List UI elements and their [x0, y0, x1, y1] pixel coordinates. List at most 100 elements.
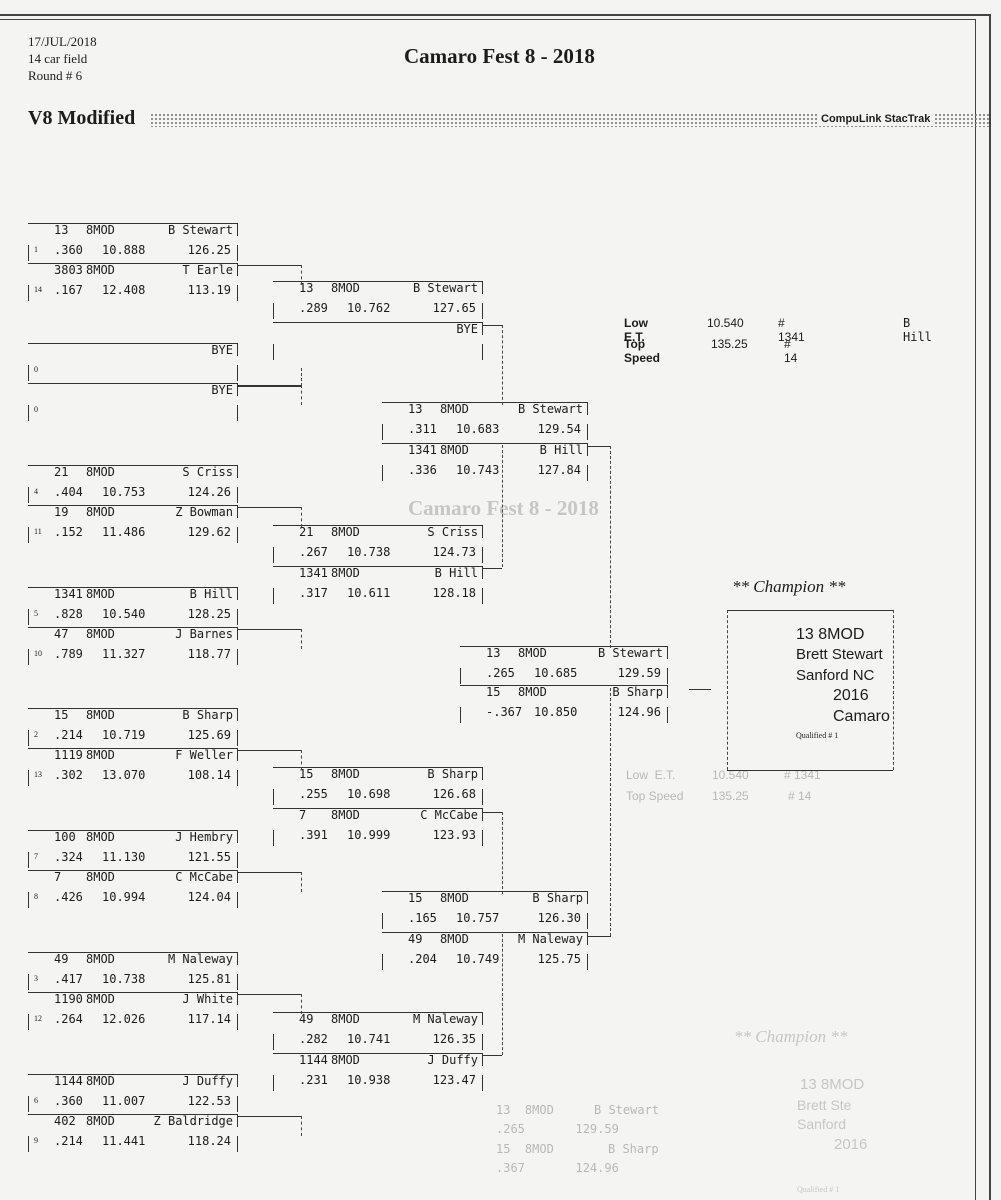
entry-mph: 124.04 — [187, 890, 231, 904]
entry-et: 10.683 — [456, 422, 500, 436]
entry-driver: B Hill — [434, 566, 478, 580]
entry-top-rule — [28, 223, 237, 224]
entry-right-tick-lower — [482, 1034, 483, 1050]
connector-line — [237, 386, 301, 387]
entry-et: 11.007 — [102, 1094, 146, 1108]
entry-top-rule — [460, 685, 667, 686]
entry-reaction: .317 — [299, 586, 328, 600]
entry-driver: T Earle — [182, 263, 233, 277]
entry-top-rule — [28, 708, 237, 709]
entry-driver: B Sharp — [612, 685, 663, 699]
entry-car-number: 7 — [299, 808, 307, 822]
entry-reaction: .214 — [54, 728, 83, 742]
entry-car-number: 100 — [54, 830, 76, 844]
entry-car-number: 3803 — [54, 263, 83, 277]
entry-seed: 5 — [34, 609, 38, 618]
entry-driver: BYE — [211, 383, 233, 397]
entry-et: 10.999 — [347, 828, 391, 842]
entry-car-number: 47 — [54, 627, 69, 641]
entry-right-tick-lower — [237, 892, 238, 908]
entry-left-tick — [382, 465, 383, 481]
entry-mph: 129.54 — [537, 422, 581, 436]
connector-line — [502, 325, 503, 405]
entry-right-tick-lower — [482, 789, 483, 805]
entry-driver: Z Baldridge — [153, 1114, 233, 1128]
entry-top-rule — [460, 646, 667, 647]
entry-driver: B Hill — [539, 443, 583, 457]
entry-top-rule — [28, 830, 237, 831]
ghost-champion-heading: ** Champion ** — [734, 1027, 848, 1046]
entry-right-tick — [482, 808, 483, 821]
connector-line — [301, 750, 302, 770]
entry-right-tick — [237, 465, 238, 478]
entry-right-tick — [237, 223, 238, 236]
entry-car-number: 1119 — [54, 748, 83, 762]
entry-et: 11.130 — [102, 850, 146, 864]
entry-right-tick-lower — [237, 245, 238, 261]
entry-reaction: .426 — [54, 890, 83, 904]
entry-mph: 126.30 — [537, 911, 581, 925]
entry-reaction: .404 — [54, 485, 83, 499]
entry-driver: J Barnes — [175, 627, 233, 641]
ghost-final-bot-driver: B Sharp — [608, 1142, 659, 1156]
entry-et: 10.753 — [102, 485, 146, 499]
entry-reaction: -.367 — [486, 705, 523, 719]
entry-class: 8MOD — [440, 891, 469, 905]
entry-right-tick-lower — [482, 344, 483, 360]
entry-right-tick-lower — [237, 770, 238, 786]
entry-left-tick — [28, 974, 29, 990]
entry-driver: C McCabe — [175, 870, 233, 884]
entry-top-rule — [28, 383, 237, 384]
entry-et: 10.994 — [102, 890, 146, 904]
connector-line — [237, 1116, 301, 1117]
entry-et: 10.611 — [347, 586, 391, 600]
entry-et: 12.026 — [102, 1012, 146, 1026]
entry-top-rule — [28, 505, 237, 506]
entry-right-tick — [237, 708, 238, 721]
entry-car-number: 13 — [408, 402, 423, 416]
entry-car-number: 1144 — [299, 1053, 328, 1067]
connector-line — [502, 812, 503, 894]
entry-mph: 127.84 — [537, 463, 581, 477]
entry-reaction: .302 — [54, 768, 83, 782]
entry-class: 8MOD — [86, 1114, 115, 1128]
entry-right-tick — [587, 932, 588, 945]
entry-right-tick-lower — [237, 1014, 238, 1030]
champion-qualified: Qualified # 1 — [796, 731, 839, 740]
entry-reaction: .152 — [54, 525, 83, 539]
entry-class: 8MOD — [518, 685, 547, 699]
ghost-final-top-driver: B Stewart — [594, 1103, 660, 1117]
entry-class: 8MOD — [331, 1012, 360, 1026]
entry-mph: 113.19 — [187, 283, 231, 297]
entry-driver: C McCabe — [420, 808, 478, 822]
entry-left-tick — [273, 588, 274, 604]
entry-right-tick-lower — [237, 285, 238, 301]
entry-et: 10.850 — [534, 705, 578, 719]
entry-top-rule — [382, 443, 587, 444]
entry-top-rule — [273, 767, 482, 768]
entry-right-tick — [237, 952, 238, 965]
entry-mph: 126.68 — [432, 787, 476, 801]
entry-right-tick-lower — [482, 588, 483, 604]
entry-reaction: .255 — [299, 787, 328, 801]
entry-top-rule — [28, 627, 237, 628]
entry-left-tick — [28, 852, 29, 868]
entry-mph: 118.24 — [187, 1134, 231, 1148]
connector-line — [237, 750, 301, 751]
entry-right-tick — [667, 685, 668, 698]
entry-right-tick — [482, 566, 483, 579]
entry-car-number: 49 — [54, 952, 69, 966]
ghost-champion-qual: Qualified # 1 — [797, 1185, 840, 1194]
entry-class: 8MOD — [86, 505, 115, 519]
entry-right-tick-lower — [587, 424, 588, 440]
entry-right-tick — [237, 992, 238, 1005]
entry-class: 8MOD — [86, 223, 115, 237]
entry-et: 10.741 — [347, 1032, 391, 1046]
entry-right-tick-lower — [237, 730, 238, 746]
entry-top-rule — [382, 932, 587, 933]
entry-right-tick-lower — [237, 609, 238, 625]
